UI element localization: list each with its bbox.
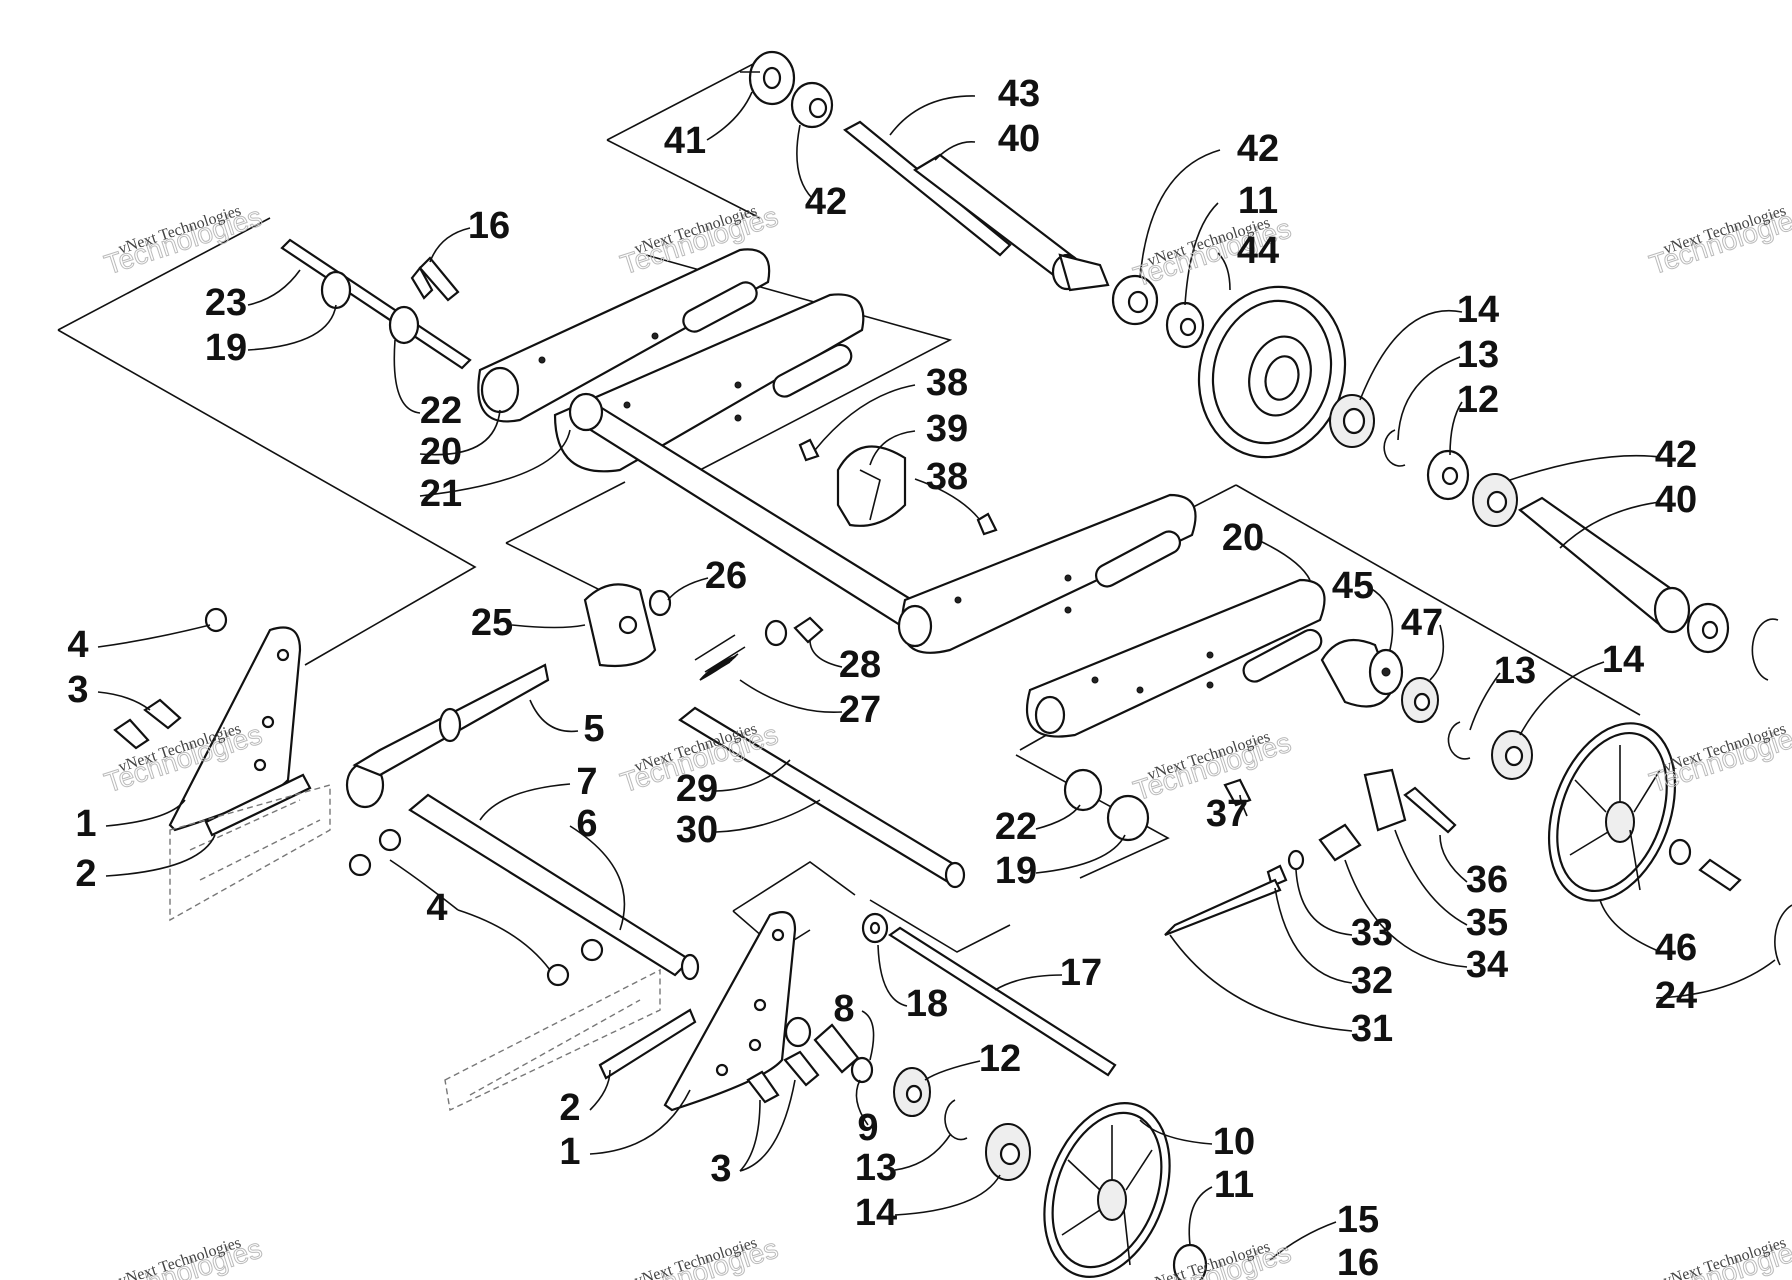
callout-44: 44 [1237, 230, 1279, 272]
callout-14: 14 [1457, 289, 1499, 331]
callout-16: 16 [468, 205, 510, 247]
callout-31: 31 [1351, 1008, 1393, 1050]
callout-11: 11 [1238, 180, 1278, 222]
callout-36: 36 [1466, 859, 1508, 901]
callout-20: 20 [420, 431, 462, 473]
lower-link-arm [897, 493, 1326, 738]
callout-40: 40 [998, 118, 1040, 160]
callout-20: 20 [1222, 517, 1264, 559]
callout-29: 29 [676, 768, 718, 810]
callout-24: 24 [1655, 975, 1697, 1017]
adjuster-block [1164, 768, 1457, 937]
axle-shaft-7 [408, 793, 700, 987]
callout-42: 42 [805, 181, 847, 223]
callout-35: 35 [1466, 902, 1508, 944]
callout-33: 33 [1351, 912, 1393, 954]
spacer-45-47 [1320, 638, 1533, 780]
leader-lines [97, 91, 1776, 1261]
callout-34: 34 [1466, 944, 1508, 986]
callout-13: 13 [1457, 334, 1499, 376]
callout-23: 23 [205, 282, 247, 324]
spring-assembly [583, 583, 824, 681]
callout-15: 15 [1337, 1199, 1379, 1241]
callout-4: 4 [67, 624, 88, 666]
axle-shaft-29 [678, 706, 966, 889]
callout-40: 40 [1655, 479, 1697, 521]
callout-18: 18 [906, 983, 948, 1025]
spring-27 [694, 634, 746, 681]
callout-19: 19 [205, 327, 247, 369]
bottom-mount-bracket [444, 911, 820, 1112]
callout-2: 2 [559, 1087, 580, 1129]
left-pivot-shaft [280, 238, 472, 370]
callout-17: 17 [1060, 952, 1102, 994]
large-idler-wheel-44 [1197, 285, 1779, 681]
callout-22: 22 [995, 806, 1037, 848]
callout-12: 12 [1457, 379, 1499, 421]
callout-4: 4 [426, 887, 447, 929]
callout-38: 38 [926, 456, 968, 498]
lower-wheel-stack [784, 912, 1208, 1280]
callout-32: 32 [1351, 960, 1393, 1002]
callout-5: 5 [583, 708, 604, 750]
left-mount-bracket [113, 607, 550, 922]
stopper-39 [798, 438, 998, 536]
callout-42: 42 [1237, 128, 1279, 170]
callout-45: 45 [1332, 565, 1374, 607]
callout-16: 16 [1337, 1242, 1379, 1280]
callout-26: 26 [705, 555, 747, 597]
callout-6: 6 [576, 803, 597, 845]
callout-13: 13 [855, 1147, 897, 1189]
callout-9: 9 [857, 1107, 878, 1149]
callout-19: 19 [995, 850, 1037, 892]
callout-10: 10 [1213, 1121, 1255, 1163]
callout-27: 27 [839, 689, 881, 731]
callout-1: 1 [559, 1131, 580, 1173]
bushings-22-19 [1063, 768, 1150, 842]
callout-3: 3 [710, 1148, 731, 1190]
callout-25: 25 [471, 602, 513, 644]
callout-42: 42 [1655, 434, 1697, 476]
callout-1: 1 [75, 803, 96, 845]
callout-3: 3 [67, 669, 88, 711]
callout-47: 47 [1401, 602, 1443, 644]
callout-11: 11 [1214, 1164, 1254, 1206]
callout-14: 14 [855, 1192, 897, 1234]
callout-22: 22 [420, 390, 462, 432]
callout-2: 2 [75, 853, 96, 895]
callout-46: 46 [1655, 927, 1697, 969]
callout-37: 37 [1206, 793, 1248, 835]
spoked-wheel-46 [1547, 722, 1792, 966]
upper-link-arm [477, 248, 922, 627]
callout-12: 12 [979, 1038, 1021, 1080]
upper-idler-shaft-group [740, 50, 1205, 349]
callout-39: 39 [926, 408, 968, 450]
callout-43: 43 [998, 73, 1040, 115]
callout-41: 41 [664, 120, 706, 162]
callout-30: 30 [676, 809, 718, 851]
callout-8: 8 [833, 988, 854, 1030]
callout-7: 7 [576, 761, 597, 803]
callout-14: 14 [1602, 639, 1644, 681]
callout-28: 28 [839, 644, 881, 686]
callout-38: 38 [926, 362, 968, 404]
callout-13: 13 [1494, 650, 1536, 692]
callout-21: 21 [420, 473, 462, 515]
